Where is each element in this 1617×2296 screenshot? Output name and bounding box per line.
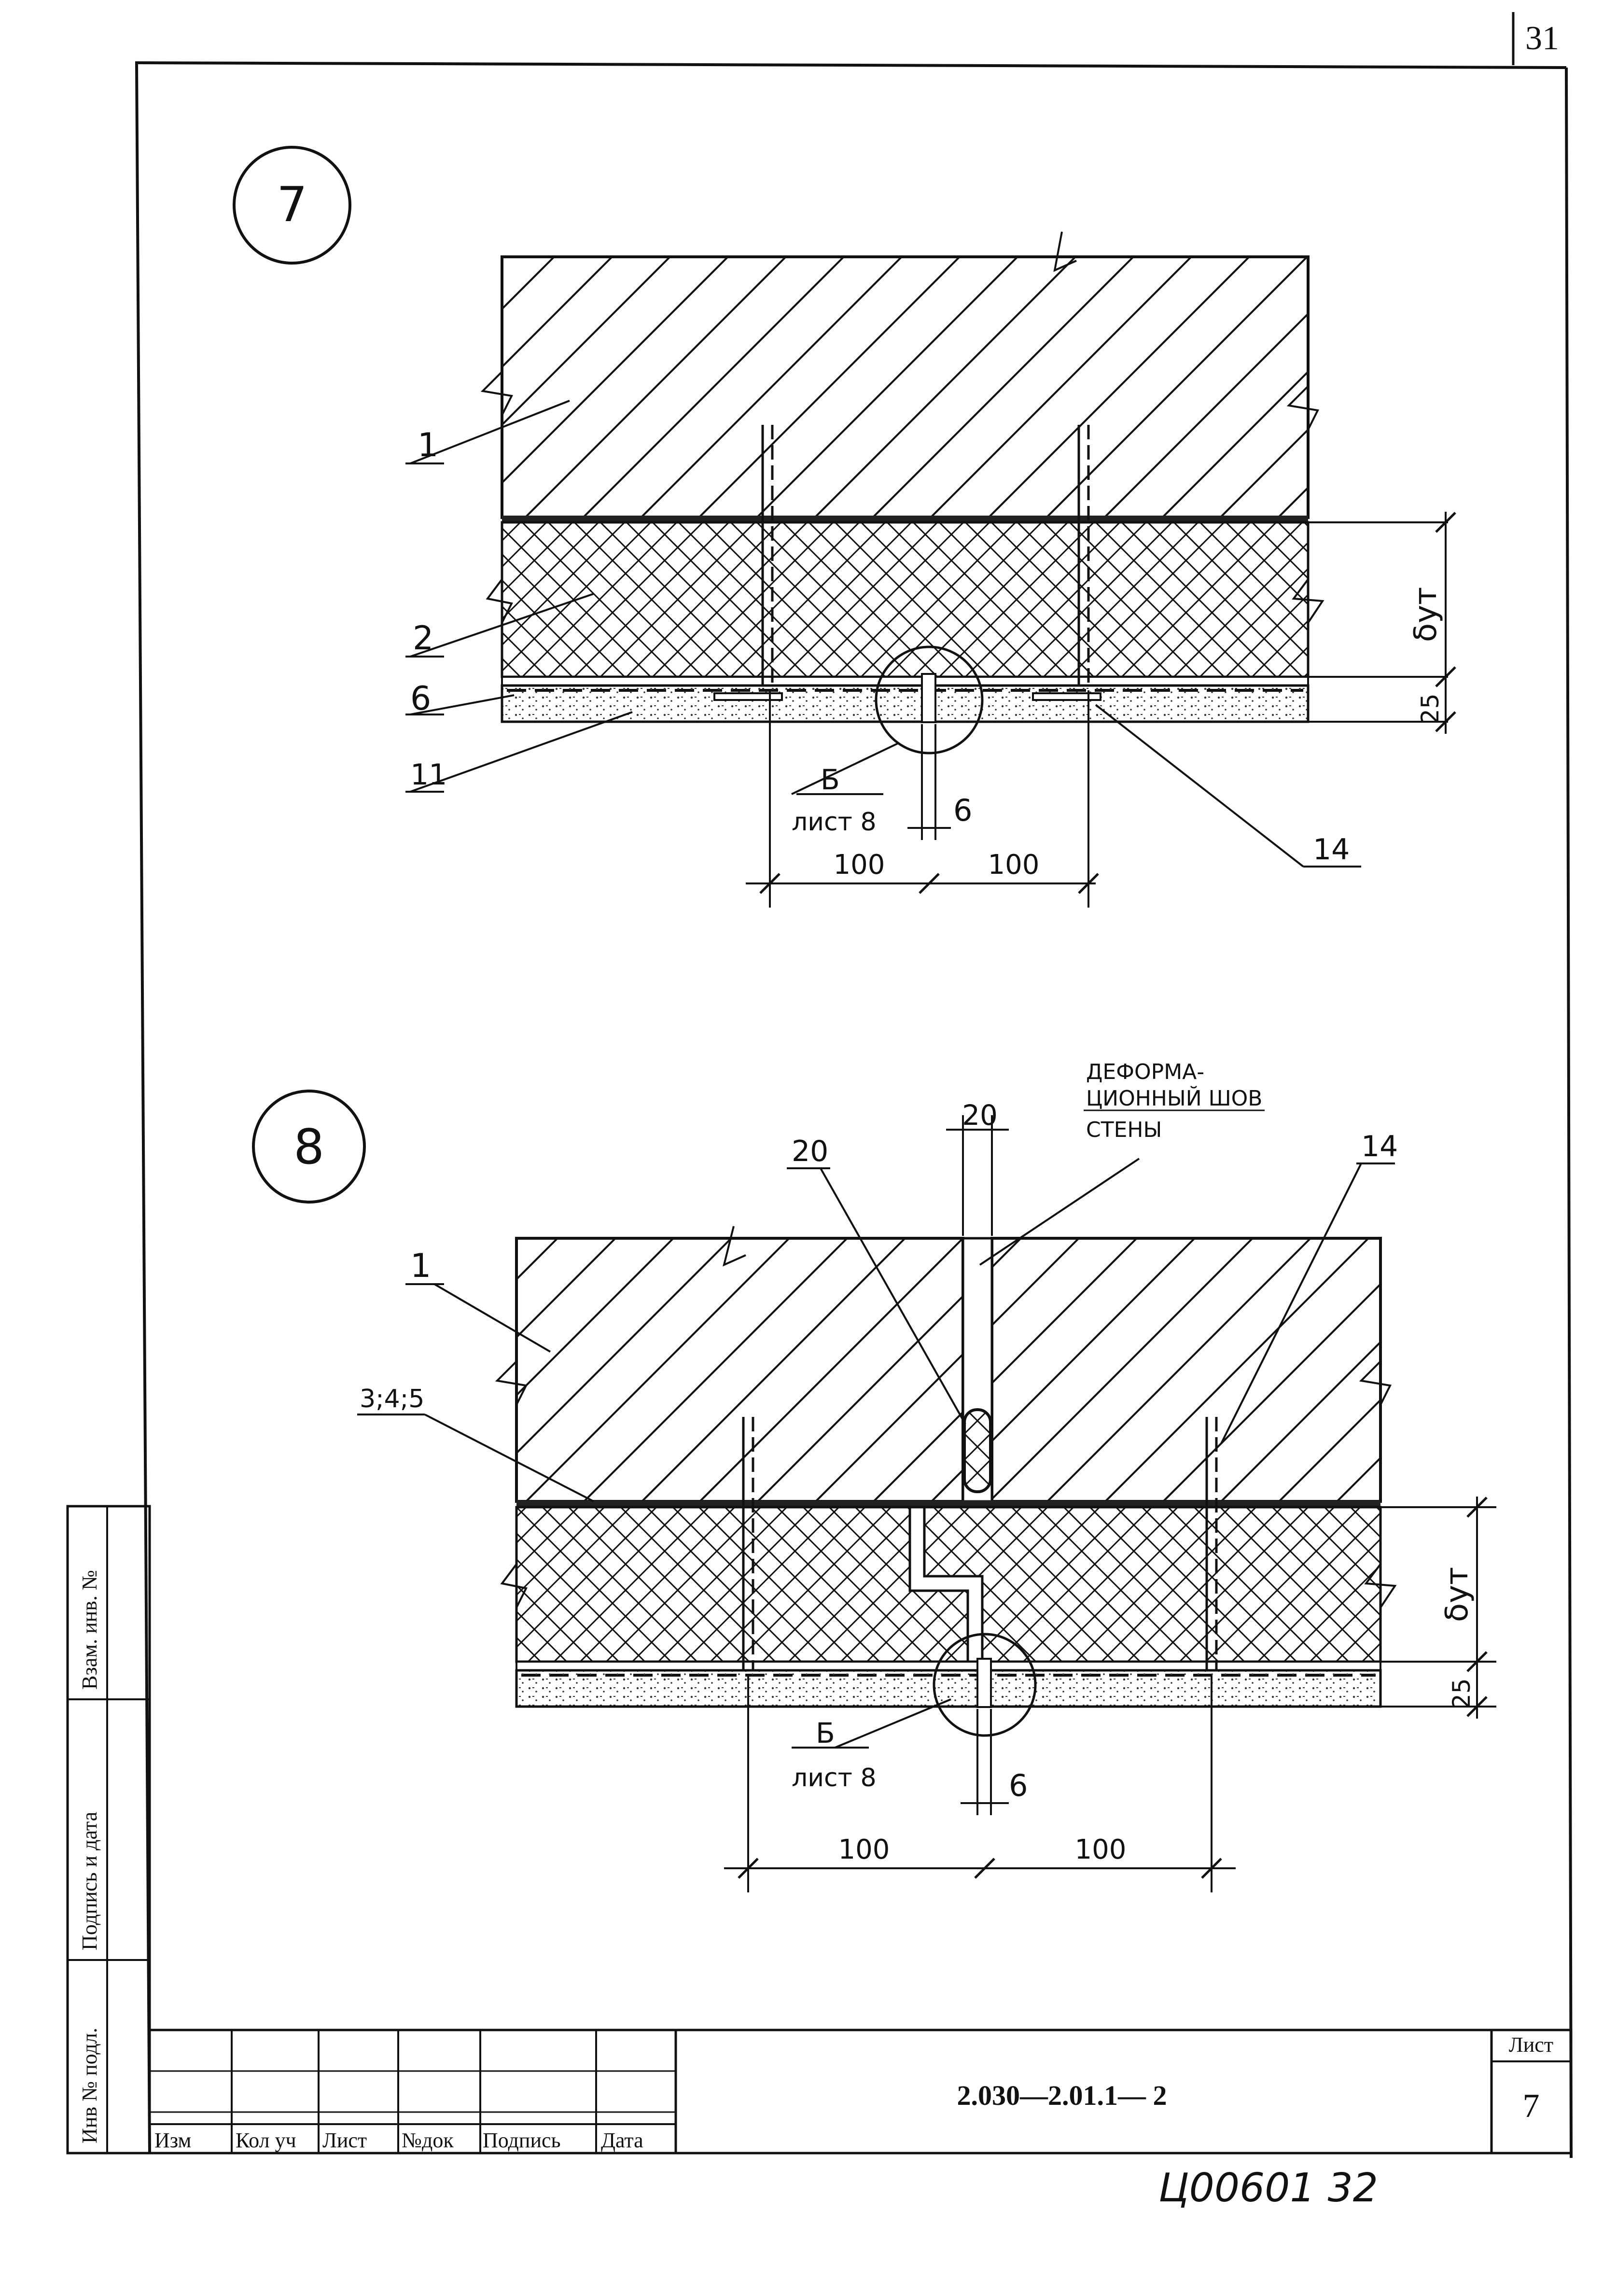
side-stamp-signature-date: Подпись и дата: [78, 1812, 101, 1950]
detail-8-dim-joint-width: 20: [962, 1099, 998, 1132]
title-sheet-number: 7: [1523, 2087, 1540, 2125]
side-stamp: Взам. инв. № Подпись и дата Инв № подл.: [66, 1505, 151, 2155]
detail-8-dim-layer: 25: [1448, 1678, 1476, 1709]
detail-8-callout-circle: [933, 1633, 1037, 1737]
detail-7-number: 7: [277, 176, 307, 233]
detail-8-label-filler: 20: [792, 1134, 828, 1168]
detail-8-glue-layer: [516, 1500, 1380, 1507]
title-col-signature: Подпись: [483, 2128, 561, 2152]
detail-8-joint-note-line-3: СТЕНЫ: [1086, 1118, 1162, 1142]
detail-7-label-plaster: 11: [410, 758, 447, 792]
detail-7-label-insulation: 2: [413, 619, 433, 658]
detail-7: 7: [233, 146, 1456, 908]
detail-8-callout-ref: лист 8: [792, 1764, 877, 1792]
detail-7-label-mesh: 6: [410, 680, 431, 718]
bottom-archive-code: Ц00601 32: [1158, 2165, 1378, 2211]
detail-8-number: 8: [293, 1119, 324, 1175]
detail-7-label-anchor: 14: [1313, 833, 1350, 867]
detail-8-label-glue: 3;4;5: [360, 1385, 424, 1414]
detail-7-callout-name: Б: [821, 763, 840, 796]
detail-8-dim-right: 100: [1075, 1834, 1127, 1865]
detail-7-dim-gap: 6: [953, 793, 972, 828]
detail-8-callout-name: Б: [816, 1717, 835, 1750]
title-block: Изм Кол уч Лист №док Подпись Дата 2.030—…: [148, 2029, 1573, 2155]
detail-7-plaster: [501, 684, 1310, 723]
detail-8-dim-left: 100: [838, 1834, 890, 1865]
detail-7-label-wall: 1: [418, 426, 438, 464]
detail-8-anchor-left: [742, 1417, 754, 1670]
detail-7-callout-circle: [875, 645, 984, 755]
detail-8-leaders: [357, 1158, 1395, 1749]
detail-7-glue-layer: [502, 516, 1308, 522]
corner-page-number: 31: [1525, 20, 1559, 57]
side-stamp-replacement-inv: Взам. инв. №: [78, 1570, 101, 1690]
detail-7-dim-thickness: δут: [1408, 587, 1444, 642]
detail-8-dim-gap: 6: [1009, 1768, 1028, 1803]
detail-8-marker: 8: [252, 1090, 366, 1204]
detail-8-wall-right: [990, 1237, 1382, 1503]
detail-8-joint-note-line-1: ДЕФОРМА-: [1086, 1060, 1204, 1084]
title-col-change: Изм: [154, 2128, 191, 2152]
detail-7-dimension-lines: [746, 512, 1456, 908]
detail-8-dimension-lines: [724, 1115, 1496, 1892]
detail-8-filler: [963, 1408, 992, 1493]
title-col-date: Дата: [601, 2128, 643, 2152]
detail-8: 8: [252, 1060, 1496, 1892]
detail-7-dim-layer: 25: [1416, 693, 1444, 724]
title-col-doc: №док: [402, 2128, 454, 2152]
detail-7-dim-left: 100: [834, 849, 885, 881]
detail-8-label-anchor: 14: [1361, 1130, 1398, 1163]
detail-8-label-wall: 1: [410, 1247, 431, 1285]
detail-8-joint-note-line-2: ЦИОННЫЙ ШОВ: [1086, 1085, 1262, 1111]
detail-7-leaders: [405, 400, 1361, 868]
sheet-frame: [135, 12, 1573, 2158]
detail-7-callout-ref: лист 8: [792, 808, 877, 837]
title-col-sheet: Лист: [322, 2128, 367, 2152]
detail-7-anchor-left: [713, 425, 783, 701]
detail-7-marker: 7: [233, 146, 351, 265]
detail-8-wall-left: [515, 1237, 964, 1503]
detail-7-dim-right: 100: [988, 849, 1040, 881]
side-stamp-original-inv: Инв № подл.: [78, 2028, 101, 2143]
detail-7-anchor-right: [1032, 425, 1101, 701]
detail-8-anchor-right: [1205, 1417, 1218, 1670]
detail-8-dim-thickness: δут: [1439, 1567, 1475, 1622]
detail-7-wall: [501, 255, 1310, 519]
title-col-count: Кол уч: [236, 2128, 296, 2152]
title-sheet-label: Лист: [1509, 2033, 1553, 2057]
title-document-code: 2.030—2.01.1— 2: [957, 2080, 1167, 2111]
